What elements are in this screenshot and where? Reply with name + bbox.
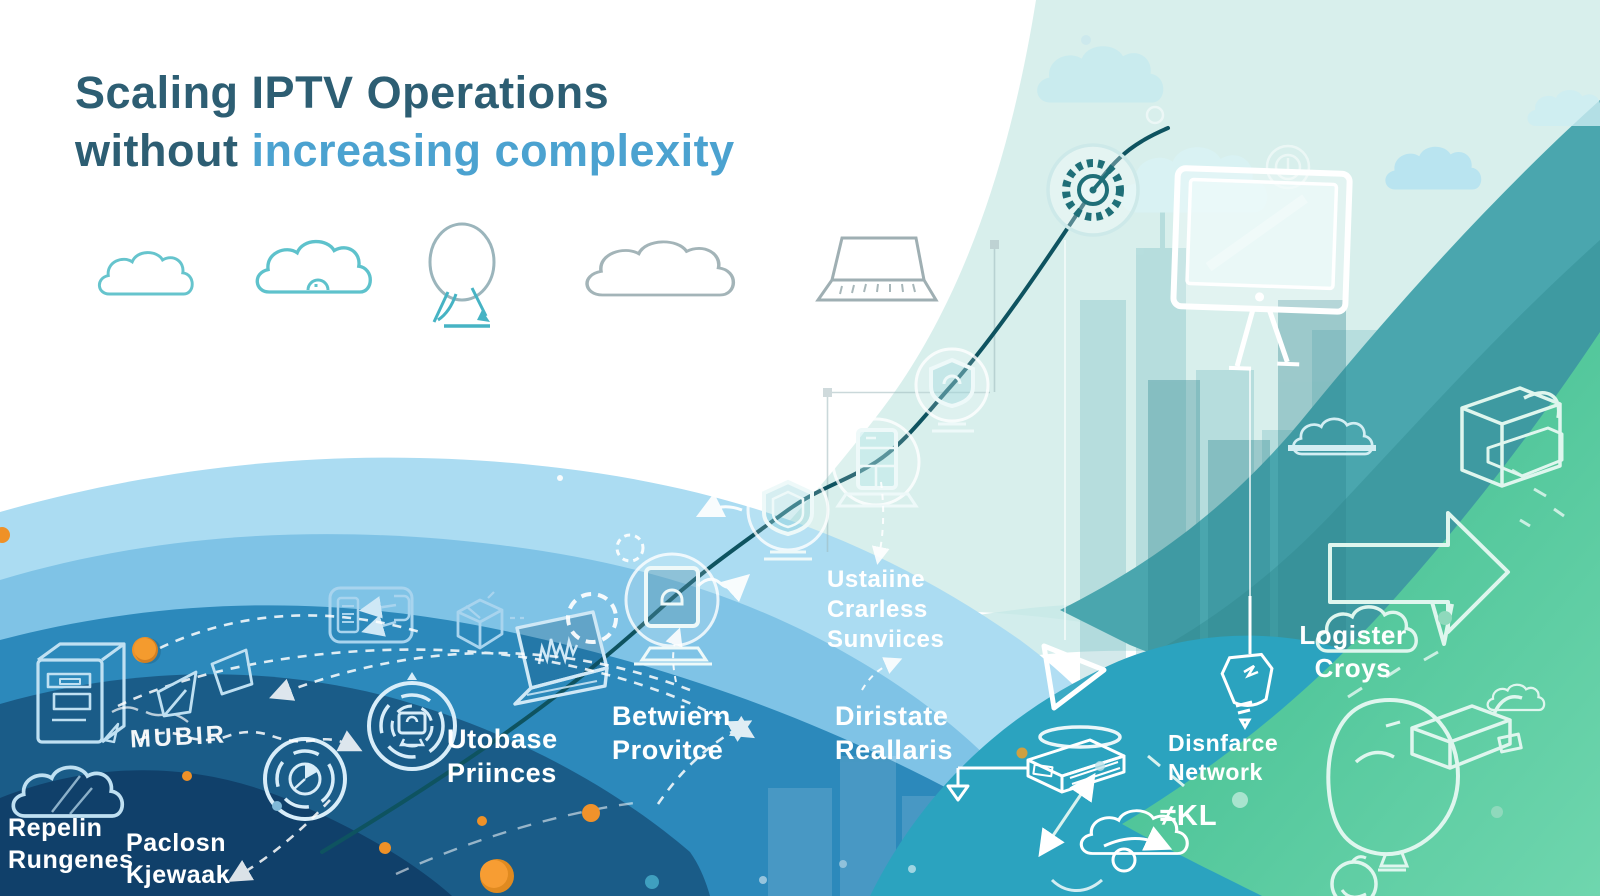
- play-button-icon: [1038, 643, 1122, 749]
- label-services: Ustaiine Crarless Sunviices: [827, 566, 945, 654]
- label-logister: Logister Croys: [1299, 620, 1407, 683]
- shield-node-icon: [746, 468, 830, 561]
- server-node-icon: [831, 417, 921, 508]
- cloud-detail: [51, 775, 93, 815]
- page-title: Scaling IPTV Operations without increasi…: [75, 64, 735, 179]
- transfer-card-icon: [328, 586, 414, 644]
- label-utobase: Utobase Priinces: [447, 724, 558, 789]
- label-betwiern: Betwiern Provitce: [612, 701, 731, 766]
- process-maze-icon: [367, 672, 457, 771]
- set-top-box-icon: [946, 738, 1126, 802]
- gauge-gear-icon: [1046, 143, 1140, 237]
- label-connectors: [665, 481, 903, 691]
- balloon-figure-icon: [428, 222, 496, 328]
- label-disnfarce: Disnfarce Network: [1168, 730, 1279, 785]
- falling-dashes: [1347, 468, 1565, 699]
- accent-dot: [1016, 747, 1028, 759]
- bubble: [1081, 35, 1091, 45]
- label-paclosn: Paclosn Kjewaak: [126, 829, 231, 889]
- top-icon-row: [97, 222, 939, 328]
- paper-plane-icons: [102, 648, 254, 744]
- shield-lock-node-icon: [914, 347, 990, 433]
- pendant-lamp-icon: [1220, 596, 1274, 731]
- title-line2-accent: increasing complexity: [251, 124, 735, 176]
- cloud-icon: [255, 239, 372, 294]
- cube-icon: [456, 591, 524, 650]
- dash-ticks: [1147, 754, 1185, 788]
- double-arrow-icon: [1038, 772, 1096, 858]
- dashed-arc: [395, 800, 643, 876]
- accent-dots: [0, 527, 1503, 893]
- label-jkl: ≠KL: [1160, 800, 1218, 832]
- selection-frame: [823, 240, 999, 552]
- label-repelin: Repelin Rungenes: [8, 814, 134, 874]
- monitor-lock-node-icon: [624, 552, 720, 666]
- title-line1: Scaling IPTV Operations: [75, 67, 610, 118]
- pie-chart-maze-icon: [263, 737, 347, 821]
- laptop-icon: [815, 236, 939, 302]
- tv-monitor-icon: [1170, 165, 1353, 371]
- server-cabinet-icon: [36, 642, 126, 744]
- deep-navy-wave: [0, 770, 452, 896]
- label-mubir: MUBIR: [129, 720, 228, 754]
- graduation-box-icon: [1385, 695, 1523, 770]
- title-line2-prefix: without: [75, 124, 252, 176]
- idea-balloon-icon: [1326, 697, 1461, 896]
- bubble: [1145, 105, 1165, 125]
- squiggle-arrows: [557, 425, 807, 644]
- dashed-connectors: [117, 614, 755, 882]
- storage-box-icon: [1460, 386, 1564, 488]
- cloud-arrow-icon: [1050, 809, 1189, 892]
- label-diristate: Diristate Reallaris: [835, 701, 953, 766]
